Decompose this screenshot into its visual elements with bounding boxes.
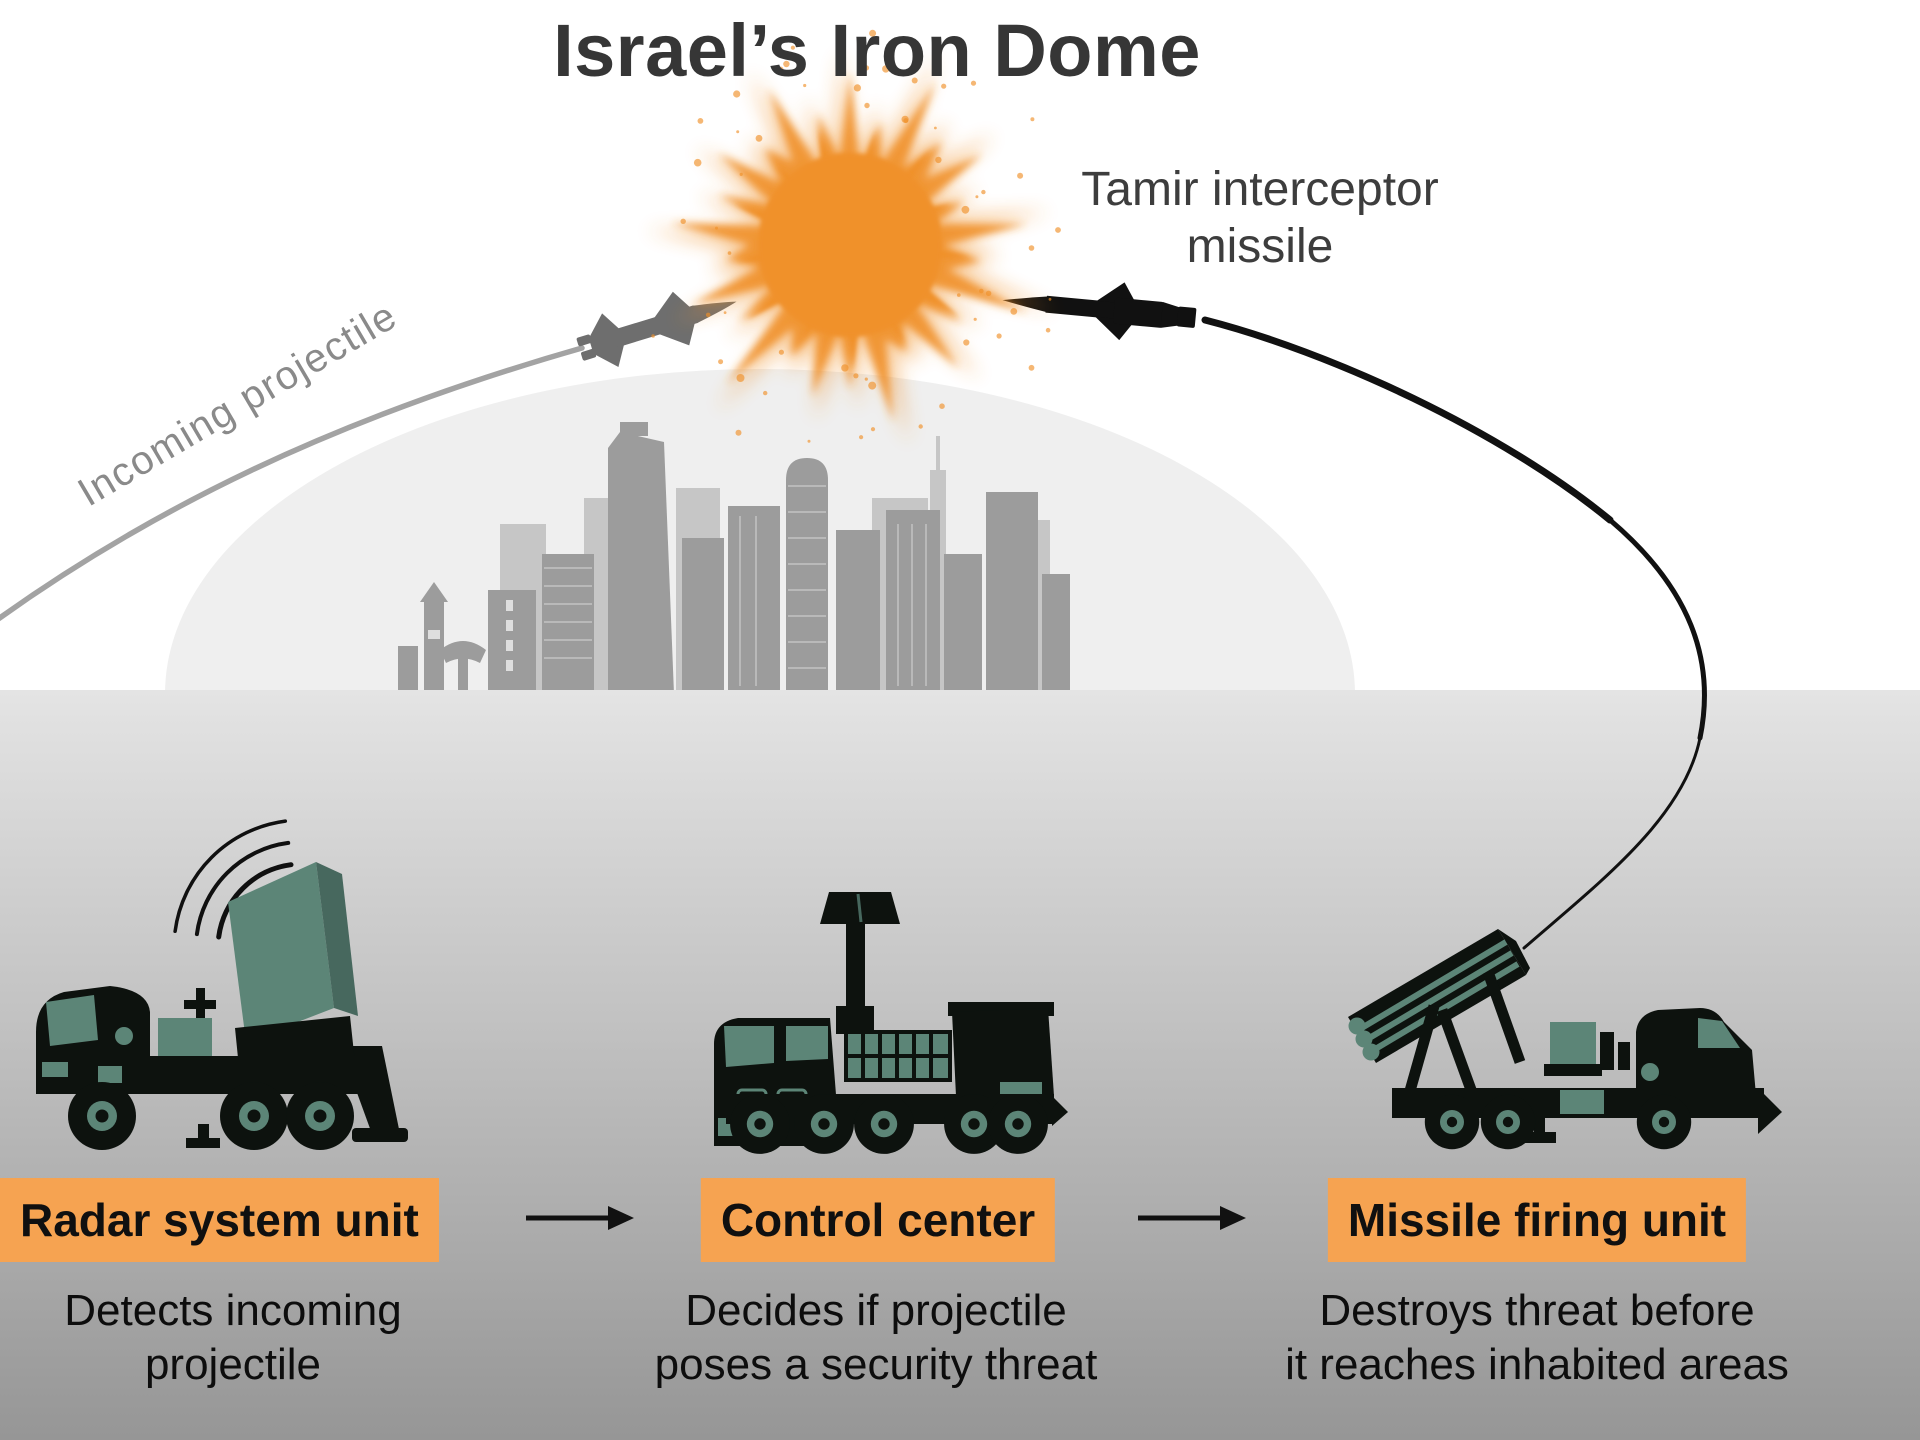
- radar-unit-label: Radar system unit: [20, 1194, 419, 1246]
- control-center-label: Control center: [720, 1194, 1036, 1246]
- control-center-label-badge: Control center: [700, 1178, 1056, 1262]
- missile-unit-label-badge: Missile firing unit: [1327, 1178, 1747, 1262]
- missile-unit-description: Destroys threat before it reaches inhabi…: [1285, 1284, 1789, 1391]
- missile-firing-truck: [1348, 929, 1782, 1150]
- control-center-description: Decides if projectile poses a security t…: [655, 1284, 1098, 1391]
- interceptor-missile-label: Tamir interceptor missile: [1081, 163, 1439, 273]
- description-line: it reaches inhabited areas: [1285, 1339, 1789, 1389]
- page-title: Israel’s Iron Dome: [553, 9, 1201, 92]
- control-center-truck: [714, 892, 1068, 1154]
- description-line: Detects incoming: [64, 1286, 402, 1335]
- description-line: projectile: [144, 1339, 322, 1389]
- description-line: poses a security threat: [654, 1339, 1098, 1389]
- description-line: Decides if projectile: [685, 1286, 1067, 1335]
- explosion-icon: [645, 29, 1061, 444]
- interceptor-missile-icon: [1002, 282, 1197, 341]
- flow-arrow-icon: [526, 1206, 634, 1230]
- trajectory-interceptor: [1201, 316, 1707, 950]
- trajectory-incoming: [0, 345, 585, 622]
- missile-unit-label: Missile firing unit: [1347, 1194, 1727, 1246]
- radar-unit-label-badge: Radar system unit: [0, 1178, 439, 1262]
- radar-unit-description: Detects incoming projectile: [64, 1284, 401, 1391]
- flow-arrow-icon: [1138, 1206, 1246, 1230]
- radar-truck: [36, 862, 408, 1150]
- description-line: Destroys threat before: [1319, 1286, 1755, 1335]
- city-skyline: [398, 422, 1070, 694]
